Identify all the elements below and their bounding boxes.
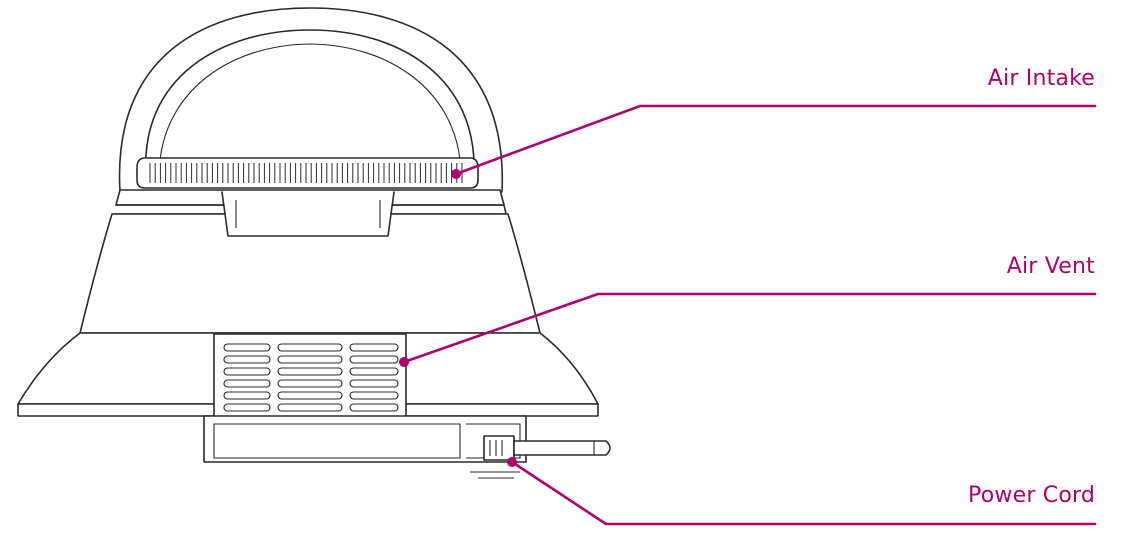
dot-air-intake	[451, 169, 461, 179]
air-vent-grille	[213, 333, 407, 421]
vent-slot	[277, 355, 343, 364]
vent-slot	[349, 343, 399, 352]
label-air-intake: Air Intake	[987, 66, 1095, 91]
vent-slot	[349, 367, 399, 376]
dot-power-cord	[507, 457, 517, 467]
vent-slot	[223, 391, 271, 400]
vent-slot	[277, 367, 343, 376]
vent-slot	[223, 343, 271, 352]
label-air-vent: Air Vent	[1006, 254, 1095, 279]
leader-air-vent	[402, 292, 1097, 364]
dome-handle	[118, 7, 503, 193]
vent-slot	[349, 391, 399, 400]
base-foot	[203, 415, 527, 479]
vent-slot	[223, 403, 271, 412]
vent-slot	[349, 355, 399, 364]
vent-slot	[277, 403, 343, 412]
vent-slot	[277, 391, 343, 400]
vent-slot	[349, 403, 399, 412]
vent-slots	[223, 343, 399, 412]
leader-air-intake	[454, 104, 1097, 176]
leader-power-cord	[510, 460, 1097, 526]
power-cord	[483, 435, 611, 461]
vent-slot	[223, 379, 271, 388]
intake-ribs	[149, 163, 463, 183]
vent-slot	[277, 343, 343, 352]
dot-air-vent	[399, 357, 409, 367]
vent-slot	[349, 379, 399, 388]
vent-slot	[223, 355, 271, 364]
air-intake-band	[136, 157, 479, 189]
vent-slot	[277, 379, 343, 388]
callout-lines	[399, 104, 1097, 526]
upper-body	[79, 191, 541, 334]
label-power-cord: Power Cord	[968, 483, 1095, 508]
vent-slot	[223, 367, 271, 376]
